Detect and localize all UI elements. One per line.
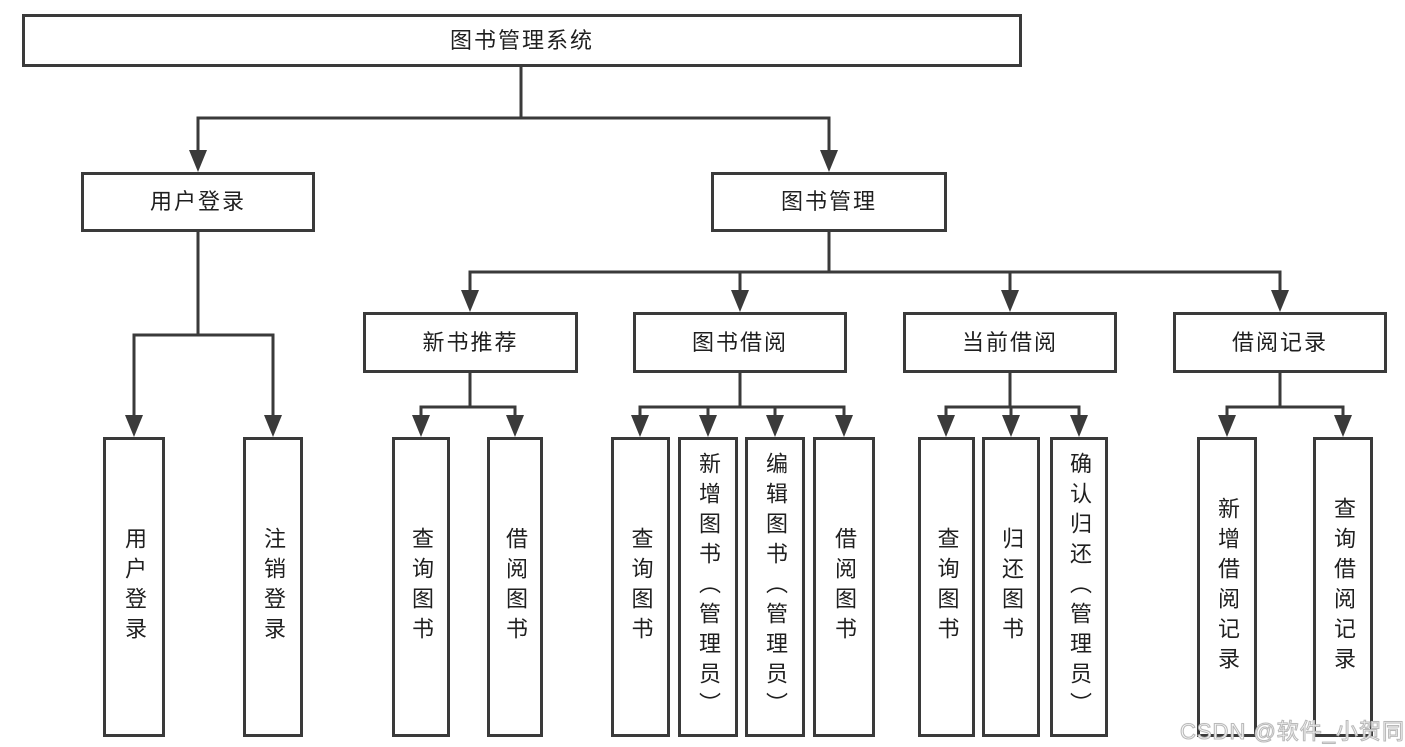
node-leaf-return-books-label: 归还图书 [999,527,1024,647]
node-leaf-edit-book-admin-label: 编辑图书（管理员） [763,452,788,722]
node-leaf-query-borrow-record: 查询借阅记录 [1313,437,1373,737]
connector-root-to-level2 [189,67,838,172]
connector-user-login-to-leaves [125,232,282,437]
node-leaf-return-books: 归还图书 [982,437,1040,737]
csdn-watermark: CSDN @软件_小贺同学 [1179,719,1405,745]
node-leaf-add-book-admin-label: 新增图书（管理员） [696,452,721,722]
node-user-login: 用户登录 [81,172,315,232]
node-leaf-query-books-recommend: 查询图书 [392,437,450,737]
node-book-management: 图书管理 [711,172,947,232]
node-leaf-add-book-admin: 新增图书（管理员） [678,437,738,737]
node-leaf-query-books-current: 查询图书 [918,437,975,737]
node-leaf-confirm-return-admin: 确认归还（管理员） [1050,437,1108,737]
node-root-label: 图书管理系统 [449,27,594,53]
node-leaf-borrow-books-recommend: 借阅图书 [487,437,543,737]
node-user-login-label: 用户登录 [149,189,246,214]
node-leaf-query-books-borrow: 查询图书 [611,437,670,737]
node-leaf-user-login: 用户登录 [103,437,165,737]
connector-book-borrow-to-leaves [631,373,853,437]
node-leaf-borrow-books-label: 借阅图书 [832,527,857,647]
node-borrow-records-label: 借阅记录 [1231,329,1328,355]
node-leaf-logout-label: 注销登录 [261,527,286,647]
node-leaf-user-login-label: 用户登录 [122,527,147,647]
node-leaf-logout: 注销登录 [243,437,303,737]
node-book-borrow: 图书借阅 [633,312,847,373]
node-leaf-query-books-current-label: 查询图书 [934,527,960,647]
node-leaf-query-books-recommend-label: 查询图书 [409,527,434,647]
node-leaf-borrow-books-recommend-label: 借阅图书 [503,527,528,647]
node-root: 图书管理系统 [22,14,1022,67]
node-new-book-recommend: 新书推荐 [363,312,578,373]
node-borrow-records: 借阅记录 [1173,312,1387,373]
node-current-borrow: 当前借阅 [903,312,1117,373]
node-book-management-label: 图书管理 [780,189,877,214]
connector-current-borrow-to-leaves [937,373,1088,437]
node-leaf-add-borrow-record: 新增借阅记录 [1197,437,1257,737]
node-leaf-edit-book-admin: 编辑图书（管理员） [745,437,805,737]
node-new-book-recommend-label: 新书推荐 [422,329,519,355]
node-book-borrow-label: 图书借阅 [691,329,788,355]
node-leaf-query-books-borrow-label: 查询图书 [628,527,654,647]
connector-new-book-recommend-to-leaves [412,373,524,437]
node-leaf-borrow-books: 借阅图书 [813,437,875,737]
connector-book-management-to-level3 [461,232,1289,312]
connector-borrow-records-to-leaves [1218,373,1352,437]
node-current-borrow-label: 当前借阅 [961,329,1058,355]
node-leaf-confirm-return-admin-label: 确认归还（管理员） [1067,452,1092,722]
node-leaf-add-borrow-record-label: 新增借阅记录 [1215,497,1240,677]
node-leaf-query-borrow-record-label: 查询借阅记录 [1331,497,1356,677]
